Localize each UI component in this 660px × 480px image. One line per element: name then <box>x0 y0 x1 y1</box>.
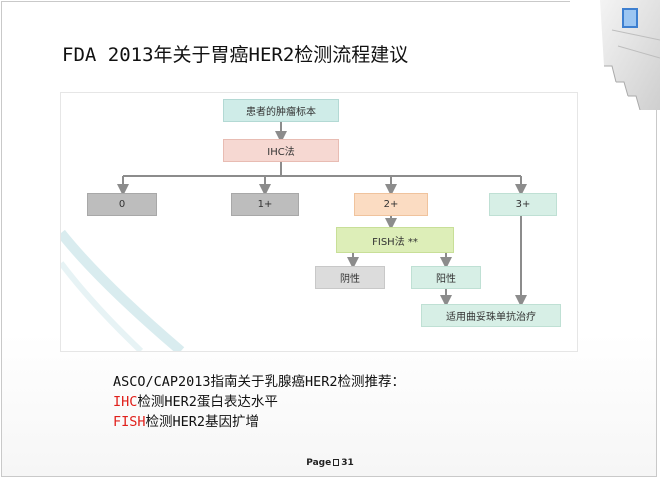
swoosh-decoration <box>61 229 185 351</box>
flowchart-panel: 患者的肿瘤标本 IHC法 0 1+ 2+ 3+ FISH法 ** 阴性 阳性 适… <box>60 92 578 352</box>
node-specimen: 患者的肿瘤标本 <box>223 99 339 122</box>
flowchart-connectors <box>117 122 527 307</box>
node-score-2: 2+ <box>354 193 428 216</box>
notes-line-2-text: 检测HER2蛋白表达水平 <box>137 394 278 410</box>
notes-line-1: ASCO/CAP2013指南关于乳腺癌HER2检测推荐： <box>113 374 406 390</box>
node-score-3: 3+ <box>489 193 557 216</box>
slide-title: FDA 2013年关于胃癌HER2检测流程建议 <box>62 44 409 66</box>
page-label: Page <box>306 458 332 468</box>
page-glyph-icon <box>333 459 340 466</box>
node-score-1: 1+ <box>231 193 299 216</box>
node-ihc: IHC法 <box>223 139 339 162</box>
notes-ihc-highlight: IHC <box>113 394 138 410</box>
notes-fish-highlight: FISH <box>113 414 146 430</box>
notes-line-2: IHC检测HER2蛋白表达水平 <box>113 392 405 412</box>
node-treatment: 适用曲妥珠单抗治疗 <box>421 304 561 327</box>
notes-line-3: FISH检测HER2基因扩增 <box>113 412 405 432</box>
recommendation-notes: ASCO/CAP2013指南关于乳腺癌HER2检测推荐： IHC检测HER2蛋白… <box>113 372 405 432</box>
node-positive: 阳性 <box>411 266 481 289</box>
staircase-decoration-icon <box>570 0 660 110</box>
node-fish: FISH法 ** <box>336 227 454 253</box>
page-value: 31 <box>341 458 354 468</box>
notes-line-3-text: 检测HER2基因扩增 <box>145 414 260 430</box>
node-score-0: 0 <box>87 193 157 216</box>
page-number: Page 31 <box>0 458 660 468</box>
node-negative: 阴性 <box>315 266 385 289</box>
